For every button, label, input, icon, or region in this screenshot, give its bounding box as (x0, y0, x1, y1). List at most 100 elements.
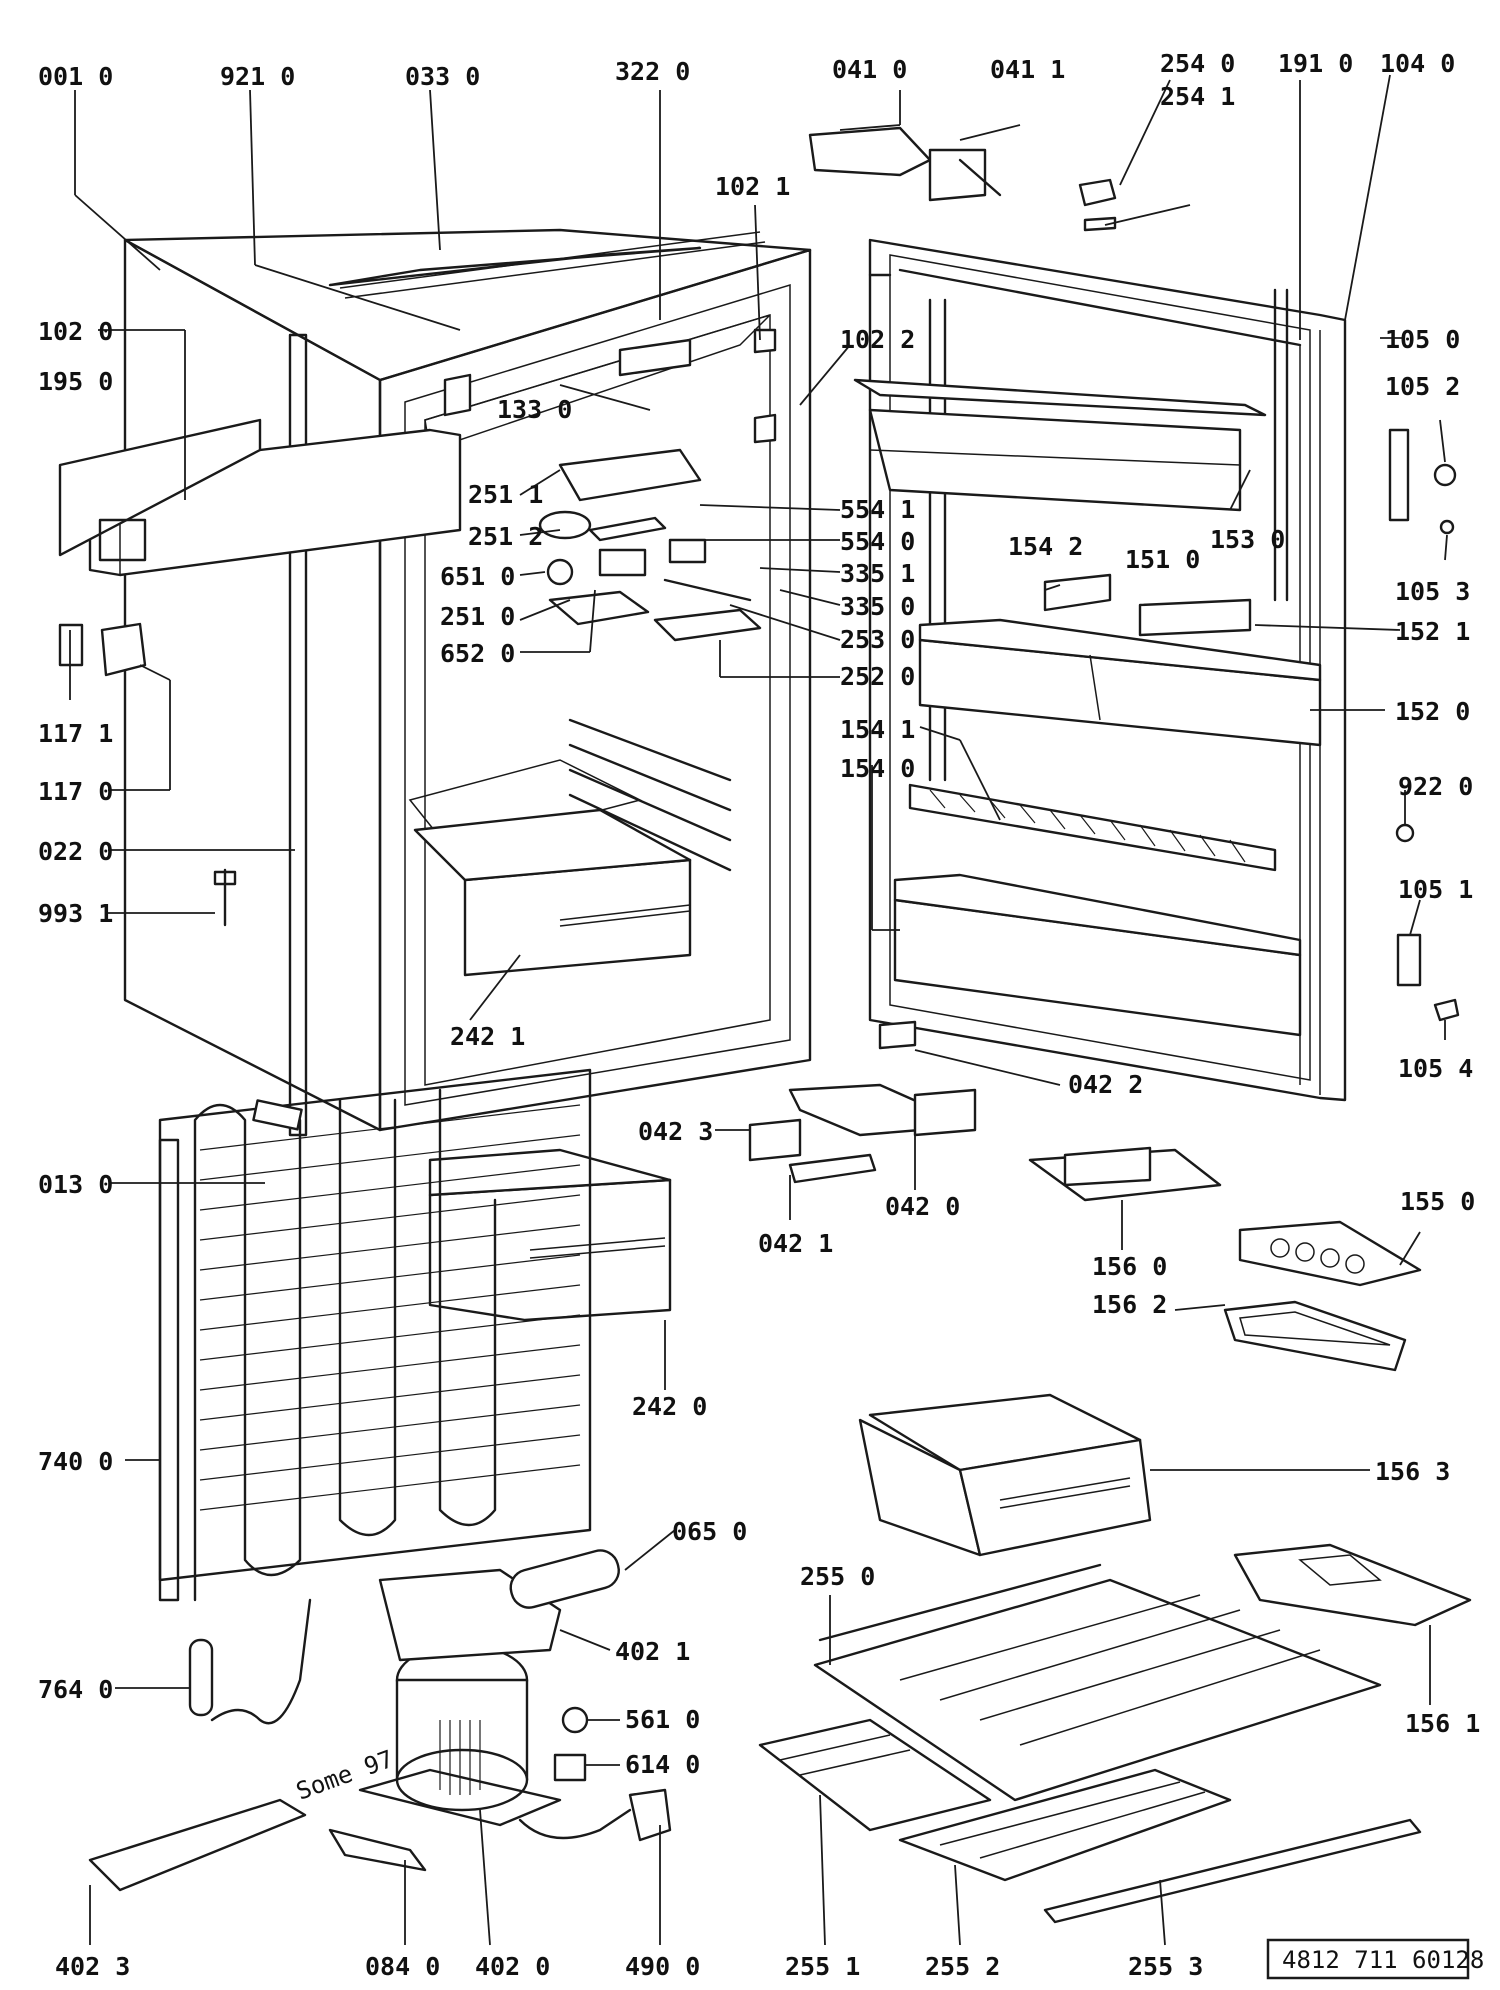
label-104-0: 104 0 (1380, 49, 1455, 78)
door-rack-154-1 (908, 783, 1277, 872)
plate-042-1 (788, 1153, 877, 1184)
label-155-0: 155 0 (1400, 1187, 1475, 1216)
label-561-0: 561 0 (625, 1705, 700, 1734)
bracket-117-1 (58, 623, 84, 667)
base-plate-402-3 (88, 1798, 307, 1892)
clip-154-2 (1043, 573, 1112, 612)
ice-cube-tray-156-1 (1233, 1543, 1472, 1627)
power-plug-490-0 (518, 1788, 672, 1842)
label-042-1: 042 1 (758, 1229, 833, 1258)
door-bin-152-0 (918, 618, 1322, 747)
side-strip-022-0 (288, 333, 308, 1137)
label-402-0: 402 0 (475, 1952, 550, 1981)
label-117-0: 117 0 (38, 777, 113, 806)
label-255-0: 255 0 (800, 1562, 875, 1591)
label-084-0: 084 0 (365, 1952, 440, 1981)
bracket-117-0 (100, 622, 147, 677)
part-labels: 001 0 921 0 033 0 322 0 041 0 041 1 254 … (38, 49, 1480, 1981)
door-bin-154-0 (893, 873, 1302, 1037)
label-252-0: 252 0 (840, 662, 915, 691)
label-105-0: 105 0 (1385, 325, 1460, 354)
label-993-1: 993 1 (38, 899, 113, 928)
screw-105-2 (1433, 463, 1457, 487)
label-554-1: 554 1 (840, 495, 915, 524)
glass-shelf-255-2 (898, 1768, 1232, 1882)
label-133-0: 133 0 (497, 395, 572, 424)
label-651-0: 651 0 (440, 562, 515, 591)
label-041-1: 041 1 (990, 55, 1065, 84)
label-154-1: 154 1 (840, 715, 915, 744)
label-105-3: 105 3 (1395, 577, 1470, 606)
plate-105-1 (1396, 933, 1422, 987)
label-105-4: 105 4 (1398, 1054, 1473, 1083)
egg-tray-156-0 (1028, 1146, 1222, 1202)
screw-922-0 (1395, 823, 1415, 843)
label-251-0: 251 0 (440, 602, 515, 631)
label-156-2: 156 2 (1092, 1290, 1167, 1319)
label-554-0: 554 0 (840, 527, 915, 556)
label-102-0: 102 0 (38, 317, 113, 346)
door-shelf-151-0 (853, 378, 1267, 512)
label-254-1: 254 1 (1160, 82, 1235, 111)
label-151-0: 151 0 (1125, 545, 1200, 574)
label-255-1: 255 1 (785, 1952, 860, 1981)
hinge-042-0 (788, 1083, 977, 1137)
compressor-402-0 (358, 1643, 562, 1827)
label-102-2: 102 2 (840, 325, 915, 354)
cover-254-0 (1078, 178, 1117, 207)
glass-shelf-255-0 (813, 1563, 1382, 1802)
label-402-3: 402 3 (55, 1952, 130, 1981)
hinge-041-0 (808, 126, 1002, 202)
glass-shelf-255-1 (758, 1718, 992, 1832)
condenser-740-0 (158, 1068, 592, 1602)
label-041-0: 041 0 (832, 55, 907, 84)
label-065-0: 065 0 (672, 1517, 747, 1546)
freezer-compartment-156-3 (858, 1393, 1152, 1557)
cap-105-4 (1433, 998, 1460, 1022)
label-042-2: 042 2 (1068, 1070, 1143, 1099)
label-402-1: 402 1 (615, 1637, 690, 1666)
screw-993-1 (213, 868, 237, 927)
label-255-2: 255 2 (925, 1952, 1000, 1981)
handle-105-0 (1388, 428, 1410, 522)
label-191-0: 191 0 (1278, 49, 1353, 78)
top-panel-102-0 (58, 418, 462, 577)
washer-105-3 (1439, 519, 1455, 535)
label-022-0: 022 0 (38, 837, 113, 866)
label-013-0: 013 0 (38, 1170, 113, 1199)
bracket-042-3 (748, 1118, 802, 1162)
cover-042-2 (878, 1020, 917, 1050)
ice-tray-155-0 (1238, 1220, 1422, 1287)
label-614-0: 614 0 (625, 1750, 700, 1779)
shelf-trim-255-3 (1043, 1818, 1422, 1924)
label-251-2: 251 2 (468, 522, 543, 551)
grommet-561-0 (561, 1706, 589, 1734)
label-740-0: 740 0 (38, 1447, 113, 1476)
label-102-1: 102 1 (715, 172, 790, 201)
label-156-3: 156 3 (1375, 1457, 1450, 1486)
label-153-0: 153 0 (1210, 525, 1285, 554)
label-652-0: 652 0 (440, 639, 515, 668)
leader-lines (69, 74, 1448, 1946)
label-254-0: 254 0 (1160, 49, 1235, 78)
label-255-3: 255 3 (1128, 1952, 1203, 1981)
label-154-2: 154 2 (1008, 532, 1083, 561)
label-195-0: 195 0 (38, 367, 113, 396)
filter-065-0 (509, 1549, 620, 1609)
label-242-1: 242 1 (450, 1022, 525, 1051)
label-001-0: 001 0 (38, 62, 113, 91)
label-322-0: 322 0 (615, 57, 690, 86)
label-152-1: 152 1 (1395, 617, 1470, 646)
label-335-0: 335 0 (840, 592, 915, 621)
document-number: 4812 711 60128 (1282, 1946, 1484, 1974)
freezer-box-242-0 (428, 1148, 672, 1322)
butter-dish-156-2 (1223, 1300, 1407, 1372)
label-253-0: 253 0 (840, 625, 915, 654)
cover-254-1 (1083, 216, 1117, 232)
label-152-0: 152 0 (1395, 697, 1470, 726)
label-105-2: 105 2 (1385, 372, 1460, 401)
label-033-0: 033 0 (405, 62, 480, 91)
label-251-1: 251 1 (468, 480, 543, 509)
label-921-0: 921 0 (220, 62, 295, 91)
label-922-0: 922 0 (1398, 772, 1473, 801)
